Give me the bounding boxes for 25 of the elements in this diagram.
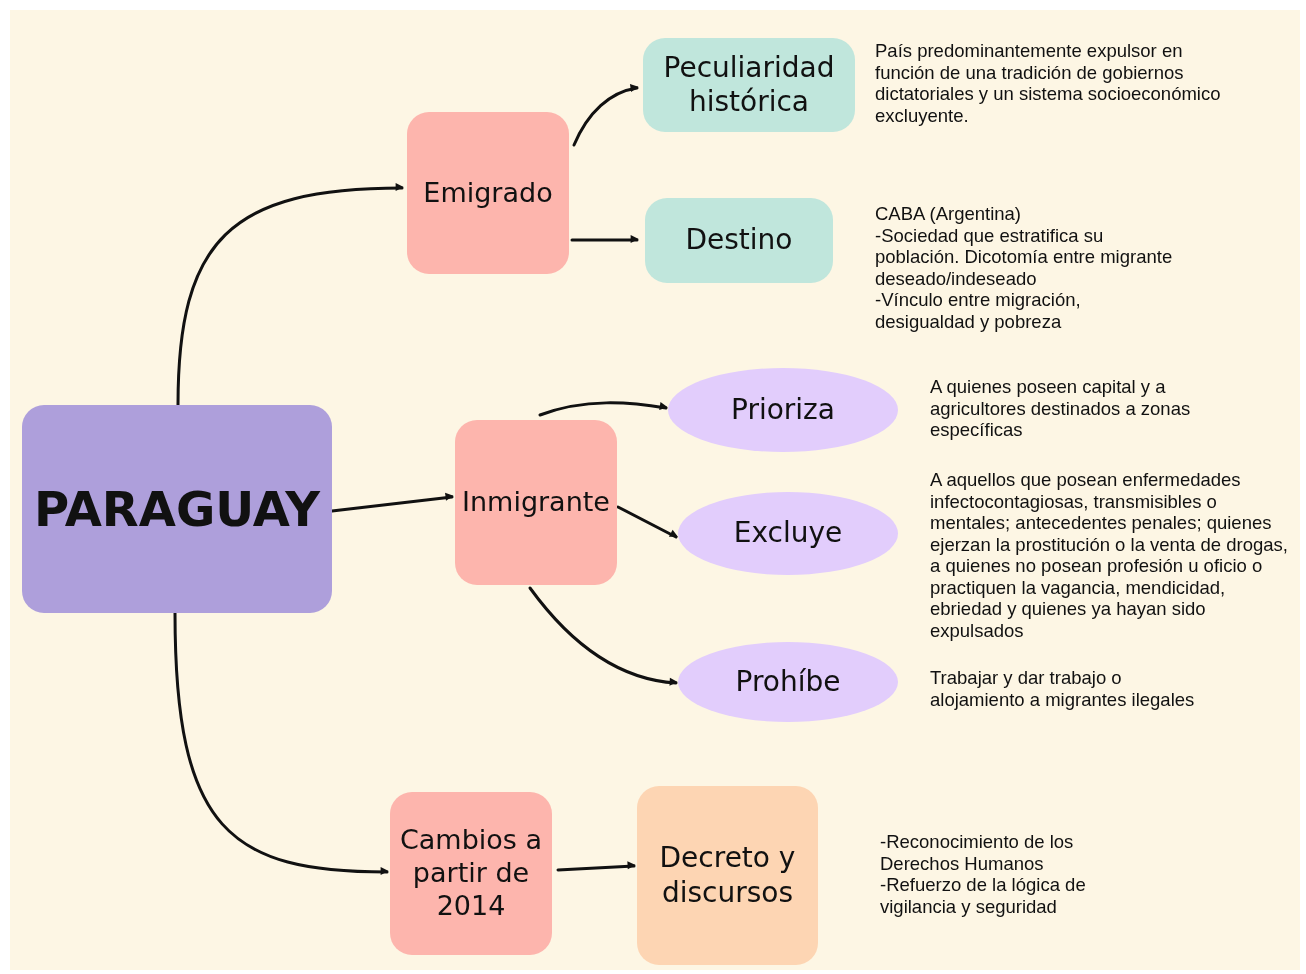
arrow — [572, 84, 639, 147]
concept-box: Destino — [645, 198, 833, 283]
note-text: Trabajar y dar trabajo o alojamiento a migrantes ilegales — [930, 667, 1196, 710]
note-text: -Sociedad que estratifica su población. Dicotomía entre migrante deseado/indeseado — [875, 224, 1174, 289]
arrow — [176, 183, 404, 407]
arrow — [330, 492, 454, 513]
arrow — [528, 586, 678, 686]
concept-box: Decreto y discursos — [637, 786, 818, 965]
arrow — [538, 401, 668, 417]
note-text: A quienes poseen capital y a agricultores destinados a zonas específicas — [930, 376, 1192, 441]
note-text: -Reconocimiento de los Derechos Humanos — [880, 831, 1075, 874]
note-text: -Vínculo entre migración, desigualdad y pobreza — [875, 289, 1082, 332]
arrow — [173, 611, 389, 875]
concept-box: Peculiaridad histórica — [643, 38, 855, 132]
topic-box: PARAGUAY — [22, 405, 332, 613]
arrow — [556, 861, 636, 872]
note-text: País predominantemente expulsor en función de una tradición de gobiernos dictatoriales y un sistema socioeconómico excluyente. — [875, 40, 1222, 126]
branch-box: Emigrado — [407, 112, 569, 274]
branch-box: Cambios a partir de 2014 — [390, 792, 552, 955]
note-text: -Refuerzo de la lógica de vigilancia y seguridad — [880, 874, 1087, 917]
branch-box: Inmigrante — [455, 420, 617, 585]
arrow — [570, 235, 639, 243]
note-text: CABA (Argentina) — [875, 203, 1022, 225]
note-text: A aquellos que posean enfermedades infectocontagiosas, transmisibles o mentales; antecedentes penales; quienes ejerzan la prostitución o la venta de drogas, a quienes no posean profesión u oficio o practiquen la vagancia, mendicidad, ebriedad y quienes ya hayan sido expulsados — [930, 469, 1289, 641]
arrow — [616, 505, 678, 539]
